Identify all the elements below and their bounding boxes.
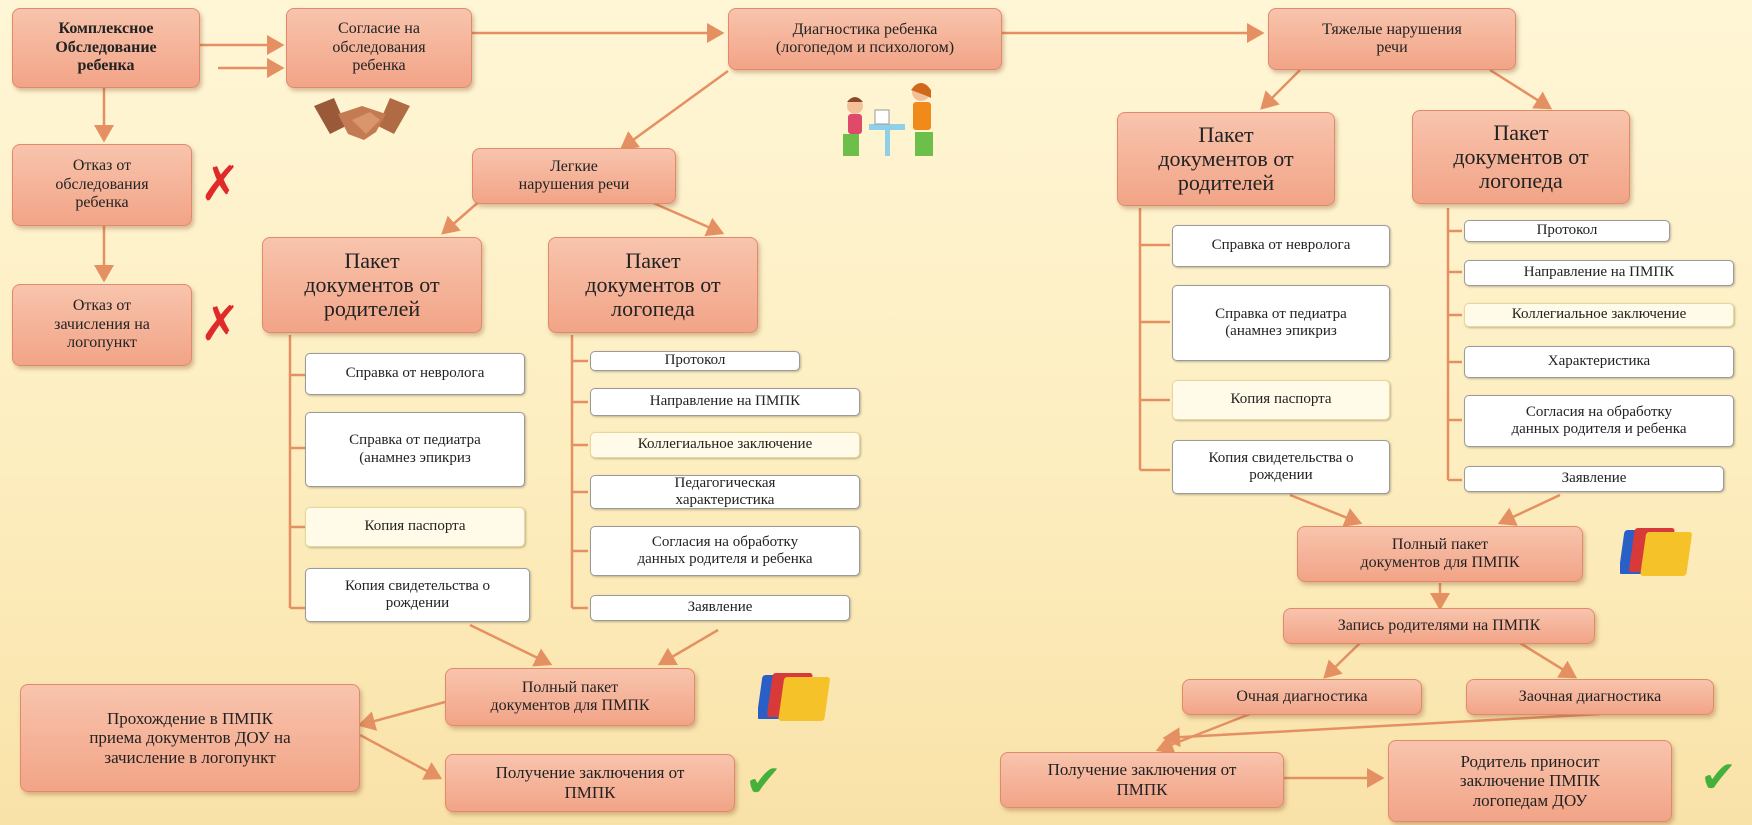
refuse-examination-node: Отказ от обследования ребенка <box>12 144 192 226</box>
mild-doc-referral: Направление на ПМПК <box>590 388 860 416</box>
severe-doc-application: Заявление <box>1464 466 1724 492</box>
severe-doc-passport: Копия паспорта <box>1172 380 1390 420</box>
speech-therapist-icon <box>843 83 933 156</box>
consent-node: Согласие на обследования ребенка <box>286 8 472 88</box>
cross-icon: ✗ <box>200 156 241 212</box>
check-icon: ✔ <box>1700 752 1737 803</box>
cross-icon: ✗ <box>200 296 241 352</box>
in-person-diagnostics-node: Очная диагностика <box>1182 679 1422 715</box>
mild-doc-collegial-conclusion: Коллегиальное заключение <box>590 432 860 458</box>
severe-doc-consent-processing: Согласия на обработку данных родителя и … <box>1464 395 1734 447</box>
severe-speech-node: Тяжелые нарушения речи <box>1268 8 1516 70</box>
mild-full-package-node: Полный пакет документов для ПМПК <box>445 668 695 726</box>
pass-pmpk-node: Прохождение в ПМПК приема документов ДОУ… <box>20 684 360 792</box>
diagnostics-node: Диагностика ребенка (логопедом и психоло… <box>728 8 1002 70</box>
severe-logopedist-package-node: Пакет документов от логопеда <box>1412 110 1630 204</box>
mild-doc-neurologist: Справка от невролога <box>305 353 525 395</box>
mild-speech-node: Легкие нарушения речи <box>472 148 676 204</box>
severe-doc-characteristic: Характеристика <box>1464 346 1734 378</box>
severe-full-package-node: Полный пакет документов для ПМПК <box>1297 526 1583 582</box>
refuse-enrollment-node: Отказ от зачисления на логопункт <box>12 284 192 366</box>
parent-brings-conclusion-node: Родитель приносит заключение ПМПК логопе… <box>1388 740 1672 822</box>
handshake-icon <box>314 98 410 140</box>
mild-logopedist-package-node: Пакет документов от логопеда <box>548 237 758 333</box>
severe-doc-birth-certificate: Копия свидетельства о рождении <box>1172 440 1390 494</box>
severe-doc-referral: Направление на ПМПК <box>1464 260 1734 286</box>
mild-doc-protocol: Протокол <box>590 351 800 371</box>
severe-doc-protocol: Протокол <box>1464 220 1670 242</box>
severe-doc-pediatrician: Справка от педиатра (анамнез эпикриз <box>1172 285 1390 361</box>
mild-parents-package-node: Пакет документов от родителей <box>262 237 482 333</box>
pmpk-registration-node: Запись родителями на ПМПК <box>1283 608 1595 644</box>
severe-doc-neurologist: Справка от невролога <box>1172 225 1390 267</box>
mild-doc-characteristic: Педагогическая характеристика <box>590 475 860 509</box>
mild-doc-application: Заявление <box>590 595 850 621</box>
mild-doc-passport: Копия паспорта <box>305 507 525 547</box>
folders-icon <box>1620 528 1692 576</box>
remote-diagnostics-node: Заочная диагностика <box>1466 679 1714 715</box>
severe-get-conclusion-node: Получение заключения от ПМПК <box>1000 752 1284 808</box>
severe-parents-package-node: Пакет документов от родителей <box>1117 112 1335 206</box>
folders-icon <box>758 673 830 721</box>
mild-doc-consent-processing: Согласия на обработку данных родителя и … <box>590 526 860 576</box>
mild-doc-birth-certificate: Копия свидетельства о рождении <box>305 568 530 622</box>
mild-get-conclusion-node: Получение заключения от ПМПК <box>445 754 735 812</box>
examination-node: Комплексное Обследование ребенка <box>12 8 200 88</box>
severe-doc-collegial-conclusion: Коллегиальное заключение <box>1464 303 1734 327</box>
mild-doc-pediatrician: Справка от педиатра (анамнез эпикриз <box>305 412 525 487</box>
check-icon: ✔ <box>745 756 782 807</box>
